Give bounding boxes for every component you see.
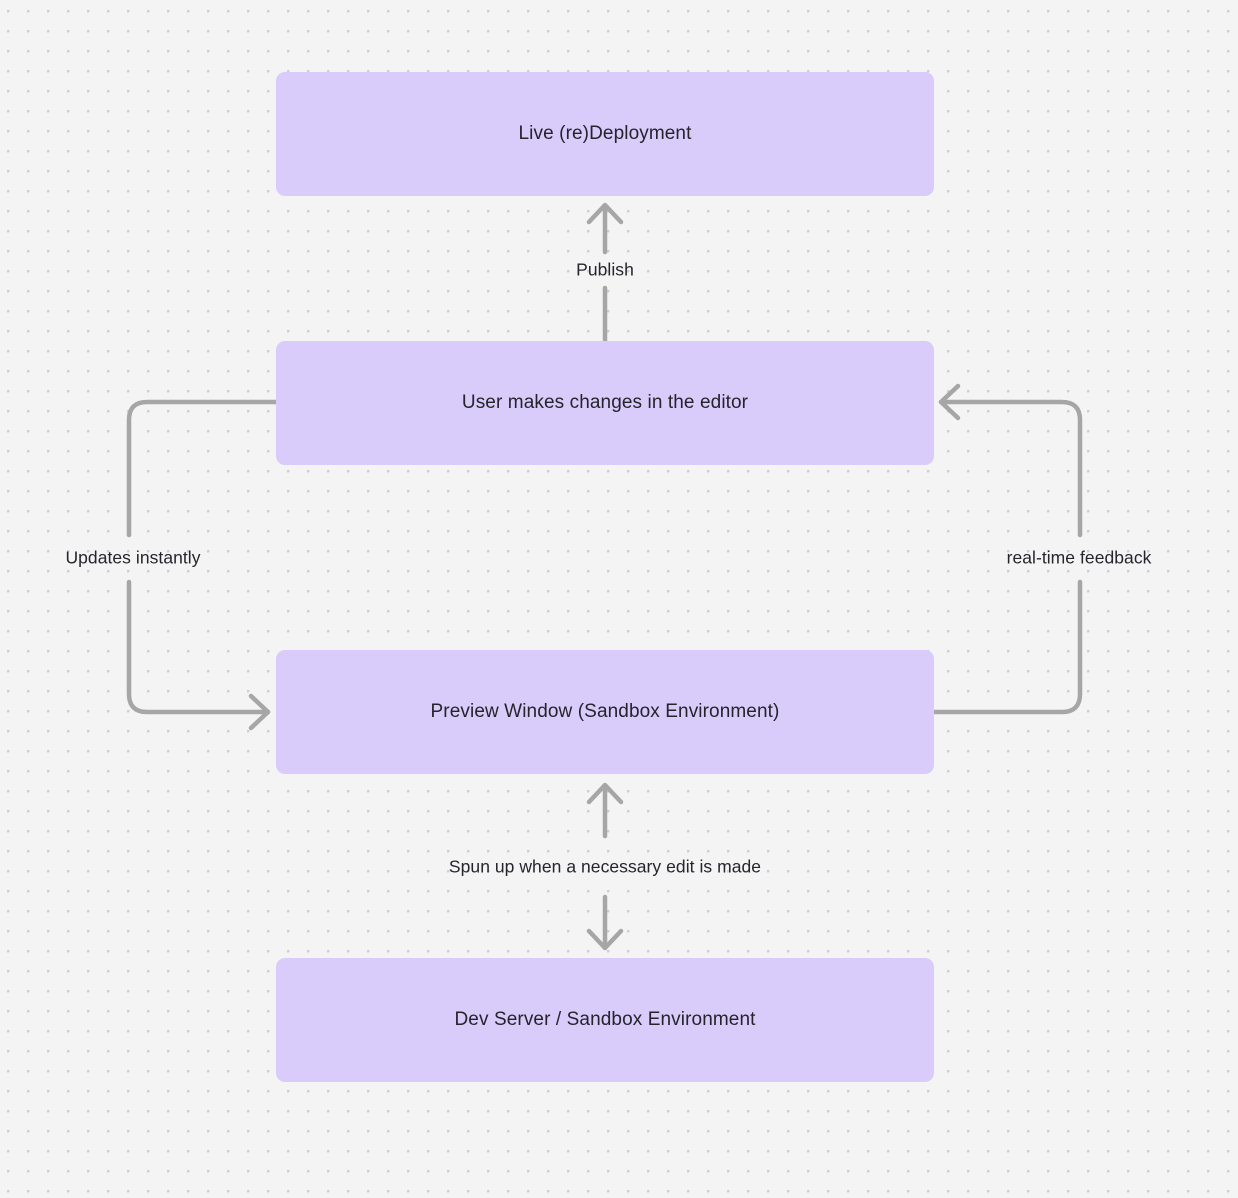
edge-updates-lower-segment bbox=[126, 579, 271, 715]
edge-realtime-upper-segment bbox=[938, 399, 1083, 538]
edge-label-publish: Publish bbox=[576, 259, 634, 280]
edge-label-updates-instantly: Updates instantly bbox=[65, 547, 201, 568]
node-preview-window-label: Preview Window (Sandbox Environment) bbox=[430, 700, 780, 722]
edge-realtime-arrowhead bbox=[938, 383, 961, 421]
edge-spunup-up-arrowhead bbox=[586, 782, 624, 805]
node-live-redeployment[interactable]: Live (re)Deployment bbox=[276, 72, 934, 196]
node-live-redeployment-label: Live (re)Deployment bbox=[518, 122, 692, 144]
edge-label-realtime-feedback: real-time feedback bbox=[1006, 547, 1152, 568]
node-dev-server[interactable]: Dev Server / Sandbox Environment bbox=[276, 958, 934, 1082]
edge-realtime-lower-segment bbox=[931, 579, 1083, 715]
edge-publish-arrowhead bbox=[586, 202, 624, 225]
node-user-makes-changes-label: User makes changes in the editor bbox=[461, 391, 749, 413]
node-dev-server-label: Dev Server / Sandbox Environment bbox=[454, 1008, 756, 1030]
edge-spunup-down-arrowhead bbox=[586, 928, 624, 951]
edge-updates-arrowhead bbox=[248, 693, 271, 731]
edge-label-spun-up: Spun up when a necessary edit is made bbox=[448, 856, 762, 877]
node-preview-window[interactable]: Preview Window (Sandbox Environment) bbox=[276, 650, 934, 774]
edge-updates-upper-segment bbox=[126, 399, 279, 538]
node-user-makes-changes[interactable]: User makes changes in the editor bbox=[276, 341, 934, 465]
